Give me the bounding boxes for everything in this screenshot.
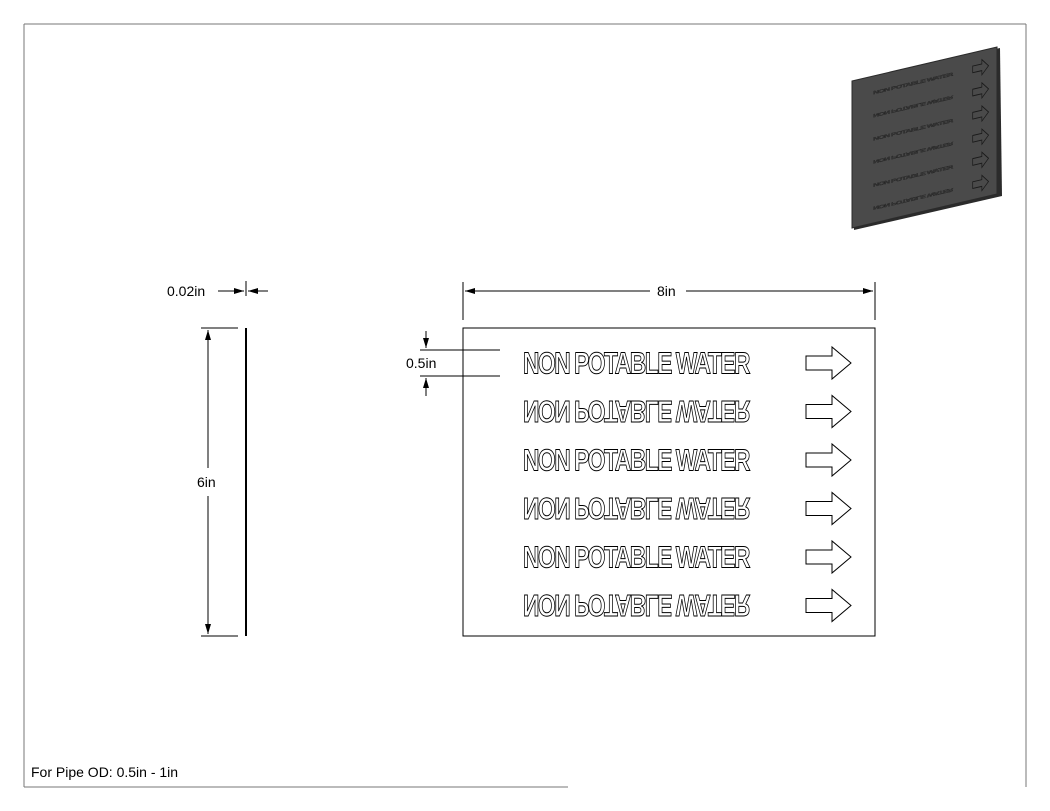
drawing-border — [23, 23, 1027, 788]
thickness-label: 0.02in — [167, 283, 205, 299]
text-height-dimension: 0.5in — [406, 331, 500, 396]
flow-arrow-icon — [805, 491, 852, 526]
pipe-od-note: For Pipe OD: 0.5in - 1in — [31, 764, 179, 780]
height-label: 6in — [197, 474, 216, 490]
flow-arrow-icon — [805, 442, 852, 478]
marker-rows: NON POTABLE WATER NON POTABLE WATER NON PO… — [523, 345, 852, 624]
marker-row: NON POTABLE WATER — [523, 442, 852, 478]
marker-row: NON POTABLE WATER — [523, 491, 852, 527]
marker-row: NON POTABLE WATER — [523, 394, 852, 430]
flow-arrow-icon — [972, 128, 990, 146]
marker-row: NON POTABLE WATER — [523, 588, 852, 624]
flow-arrow-icon — [972, 58, 990, 77]
flow-arrow-icon — [805, 345, 852, 381]
thickness-dimension: 0.02in — [167, 281, 268, 299]
side-view: 0.02in 6in — [167, 281, 268, 637]
marker-row: NON POTABLE WATER — [523, 345, 852, 381]
flow-arrow-icon — [805, 588, 852, 623]
marker-row: NON POTABLE WATER — [523, 539, 852, 575]
marker-outline — [462, 327, 876, 637]
flow-arrow-icon — [972, 81, 990, 100]
marker-text: NON POTABLE WATER — [523, 394, 750, 429]
height-dimension: 6in — [197, 327, 238, 637]
marker-text: NON POTABLE WATER — [523, 588, 750, 623]
flow-arrow-icon — [805, 394, 852, 429]
marker-text: NON POTABLE WATER — [523, 540, 750, 575]
width-dimension: 8in — [462, 282, 876, 320]
text-height-label: 0.5in — [406, 355, 436, 371]
marker-text: NON POTABLE WATER — [523, 443, 750, 478]
front-view: NON POTABLE WATER NON POTABLE WATER NON PO… — [406, 282, 876, 637]
flow-arrow-icon — [972, 174, 990, 192]
marker-text: NON POTABLE WATER — [523, 346, 750, 381]
flow-arrow-icon — [972, 104, 990, 123]
marker-text: NON POTABLE WATER — [523, 491, 750, 526]
width-label: 8in — [657, 283, 676, 299]
flow-arrow-icon — [805, 539, 852, 575]
flow-arrow-icon — [972, 151, 990, 169]
iso-plate-face — [851, 46, 998, 229]
